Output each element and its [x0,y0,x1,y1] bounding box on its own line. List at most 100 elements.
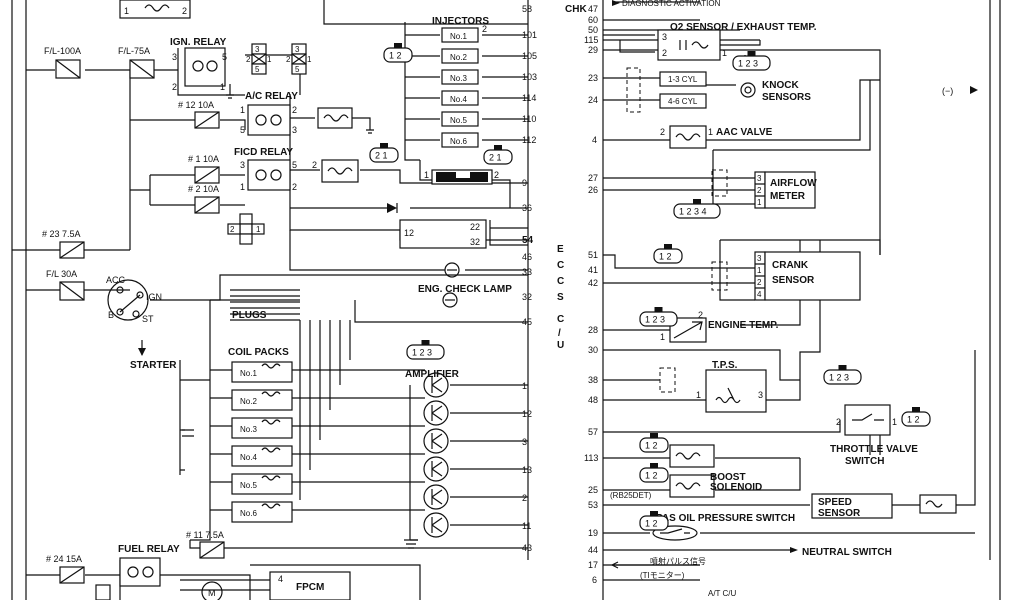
ecu-letter-6: / [558,328,561,339]
svg-text:1: 1 [696,390,701,400]
svg-text:1: 1 [424,170,429,180]
right-pin-41: 41 [588,265,598,275]
coil-packs-label: COIL PACKS [228,347,289,358]
jp-label-1: 噴射パルス信号 [650,556,706,566]
left-ecu-pins: 58 101 105 103 114 110 112 9 36 54 46 33… [522,4,537,553]
svg-text:1: 1 [892,417,897,427]
injector-1-box [441,27,479,43]
starter-label: STARTER [130,360,177,371]
svg-text:3: 3 [295,45,300,54]
right-wiring [602,0,1001,600]
right-pin-4: 4 [592,135,597,145]
svg-text:3: 3 [240,160,245,170]
ign-relay-label: IGN. RELAY [170,37,227,48]
connector-pins: 1 2 [645,519,658,529]
svg-text:1: 1 [660,332,665,342]
jp-label-2: (TIモニター) [640,571,685,580]
connector-pins: 1 2 [645,441,658,451]
left-pin-46: 46 [522,252,532,262]
svg-text:2: 2 [182,6,187,16]
plugs-coils: PLUGS COIL PACKS No.1 No.2 No.3 No.4 No.… [182,310,293,523]
ecu-letter-7: U [557,340,564,351]
left-pin-33: 33 [522,267,532,277]
injector-3-box [441,69,479,85]
motor-label: M [208,588,216,598]
injectors: INJECTORS 2 No.1 No.2 No.3 No.4 No.5 No.… [424,16,499,185]
ecu-letter-1: E [557,244,564,255]
svg-text:3: 3 [662,32,667,42]
svg-text:1: 1 [240,105,245,115]
left-pin-12: 12 [522,409,532,419]
connector-callout-6: 1 2 3 4 [673,199,721,219]
crank-label-2: SENSOR [772,275,815,286]
svg-text:5: 5 [222,52,227,62]
ecu-letter-4: S [557,292,564,303]
coil-3-label: No.3 [240,425,257,434]
chk-label: CHK [565,4,587,15]
right-pin-26: 26 [588,185,598,195]
ecu-letter-2: C [557,260,564,271]
knock-cyl13-box [659,71,707,87]
fuse-fl30-label: F/L 30A [46,269,77,279]
svg-text:2: 2 [757,278,762,287]
svg-text:2: 2 [482,24,487,34]
switch-acc-label: ACC [106,275,126,285]
amplifier-label: AMPLIFIER [405,369,460,380]
left-pin-114: 114 [522,93,536,103]
connector-callout-10: 1 2 [639,433,669,453]
right-pin-42: 42 [588,278,598,288]
right-pin-25: 25 [588,485,598,495]
right-pin-60: 60 [588,15,598,25]
right-pin-30: 30 [588,345,598,355]
connector-pins: 1 2 3 [829,373,849,383]
svg-text:2: 2 [836,417,841,427]
eng-check-lamp: ENG. CHECK LAMP [418,262,512,308]
at-cu-label: A/T C/U [708,589,737,598]
coil-1-label: No.1 [240,369,257,378]
svg-text:2: 2 [292,182,297,192]
svg-text:2: 2 [172,82,177,92]
svg-text:22: 22 [470,222,480,232]
right-pin-50: 50 [588,25,598,35]
left-pin-32: 32 [522,292,532,302]
injector-5-label: No.5 [450,116,467,125]
injector-2-label: No.2 [450,53,467,62]
engine-temp-label: ENGINE TEMP. [708,320,779,331]
eccs-cu-label: E C C S C / U [557,244,564,351]
svg-text:4: 4 [278,574,283,584]
coil-5-label: No.5 [240,481,257,490]
connector-callout-13: 1 2 [639,511,669,531]
svg-text:1: 1 [722,48,727,58]
connector-pins: 1 2 [389,51,402,61]
coil-6-label: No.6 [240,509,257,518]
coil-2-label: No.2 [240,397,257,406]
left-pin-110: 110 [522,114,536,124]
connector-callout-11: 1 2 [639,463,669,483]
left-pin-54: 54 [522,235,534,246]
right-pin-28: 28 [588,325,598,335]
left-pin-101: 101 [522,30,537,40]
injector-3-label: No.3 [450,74,467,83]
connector-pins: 1 2 [645,471,658,481]
plugs-label: PLUGS [232,310,267,321]
injector-5-box [441,111,479,127]
fuel-relay-label: FUEL RELAY [118,544,180,555]
switch-ign-label: IGN [146,292,162,302]
ign-relay-box [184,47,226,87]
svg-text:3: 3 [292,125,297,135]
injectors-label: INJECTORS [432,16,489,27]
injector-4-label: No.4 [450,95,467,104]
svg-text:1: 1 [220,82,225,92]
svg-text:1: 1 [757,266,762,275]
ac-relay: A/C RELAY 1 2 5 3 [240,91,374,136]
knock-label-2: SENSORS [762,92,811,103]
svg-text:1: 1 [267,55,272,64]
svg-text:1: 1 [757,198,762,207]
left-pin-13: 13 [522,465,532,475]
ground-marker-label: (−) [942,86,953,96]
coil-4-label: No.4 [240,453,257,462]
right-pin-19: 19 [588,528,598,538]
